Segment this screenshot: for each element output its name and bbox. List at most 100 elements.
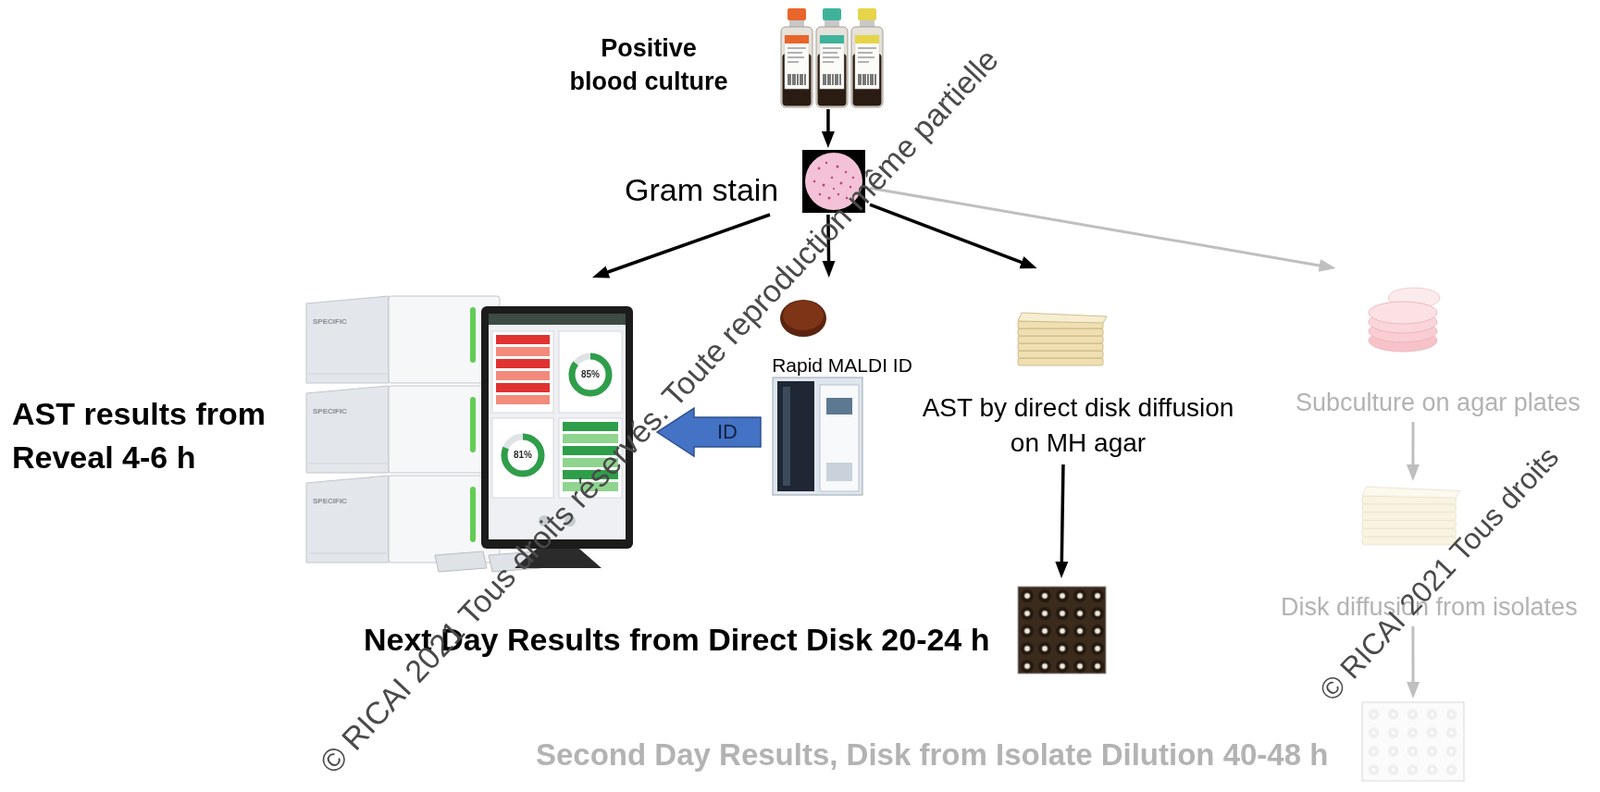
bottle [784,35,809,89]
gram-stain-image [825,161,828,164]
bottle-label-stripe [784,35,809,44]
blood-culture-bottles [781,8,883,108]
disk-diffusion-plate [1362,702,1464,782]
step-label: Rapid MALDI ID [768,353,917,378]
monitor [571,356,609,394]
maldi-instrument [819,384,859,492]
monitor [492,418,554,498]
bottle-label-stripe [855,35,880,44]
agar-plate-stack [1017,335,1104,344]
flow-arrow [1411,626,1414,688]
instrument-module [309,373,387,375]
flow-arrow [826,109,831,137]
gram-stain-image [832,187,835,190]
instrument-module [470,307,476,363]
bottle [787,48,807,63]
flow-arrow [869,187,1326,267]
step-node: Disk diffusion from isolates [1277,481,1592,627]
step-node: Subculture on agar plates [1293,268,1595,422]
screen-percentage: 81% [513,450,533,460]
agar-plate-stack [1017,358,1104,366]
step-label: Subculture on agar plates [1295,386,1581,419]
instrument-module [306,475,500,563]
gram-stain-image [818,167,821,171]
step-node: AST by direct disk diffusion on MH agar [916,268,1244,465]
maldi-instrument [782,386,791,486]
brand-label: SPECIFIC [312,408,348,416]
bottle-cap [787,8,807,21]
monitor [496,383,550,393]
monitor [496,347,550,357]
flow-arrow [602,214,770,274]
step-label: AST results from Reveal 4-6 h [12,392,281,480]
gram-stain-image [844,171,847,174]
brand-label: SPECIFIC [312,497,348,506]
maldi-instrument [772,377,863,496]
bottle [851,19,883,108]
agar-plate-stack [1017,312,1107,323]
screen-percentage: 85% [581,370,600,380]
sample-trays [434,551,487,572]
gram-stain-image [822,184,826,187]
brand-label: SPECIFIC [312,318,348,326]
flow-arrow [1061,464,1064,568]
monitor [488,313,626,325]
maldi-instrument [772,377,863,496]
monitor [504,436,542,474]
gram-stain-image [840,182,844,186]
agar-plate-stack [1362,486,1461,546]
blood-agar-plates [1368,287,1440,352]
reveal-instrument [306,296,633,572]
bottle-cap [822,8,842,21]
step-node: Rapid MALDI ID [760,277,920,500]
maldi-instrument [777,381,815,492]
chocolate-agar-plate [782,300,824,331]
flow-arrow [869,204,1027,265]
bottle-label-stripe [819,35,844,44]
instrument-module [306,296,500,384]
gram-stain-image [831,176,833,179]
step-label: Second Day Results, Disk from Isolate Di… [535,736,1328,774]
blood-agar-plates [1368,301,1438,324]
monitor [562,421,619,432]
instrument-module [306,296,389,384]
monitor [492,331,554,413]
monitor [558,331,622,413]
watermark: © RICAI 2021 Tous droits [1314,441,1564,707]
gram-stain-image [818,193,822,197]
agar-plate-stack [1017,312,1107,366]
monitor [571,356,609,394]
maldi-instrument [826,397,853,415]
flow-arrow [1411,421,1414,471]
step-node: Second Day Results, Disk from Isolate Di… [532,698,1472,787]
monitor [496,371,550,381]
bottle [781,26,813,108]
step-label: Positive blood culture [566,31,732,99]
step-label: Gram stain [624,171,779,209]
monitor [496,359,550,369]
step-node: Positive blood culture [559,7,885,110]
agar-plate-stack [1017,343,1104,351]
step-label: AST by direct disk diffusion on MH agar [916,390,1241,461]
chocolate-agar-plate [780,299,827,337]
disk-diffusion-plate [1364,705,1462,780]
maldi-instrument [826,462,853,482]
conventional-path-images [1362,287,1464,782]
monitor [504,436,542,474]
edge-label: ID [717,421,738,443]
disk-diffusion-plate [1018,587,1107,676]
disk-diffusion-plate [1017,586,1107,676]
bottle [816,19,848,108]
gram-stain-image [836,165,840,169]
disk-diffusion-plate [1362,702,1464,782]
bottle-cap [857,8,877,21]
gram-stain-image [813,180,817,184]
bottle [788,74,806,86]
agar-plate-stack [1017,350,1104,359]
instrument-module [306,385,500,473]
monitor [496,395,550,405]
gram-stain-image [828,197,832,200]
bottle [781,19,813,108]
chocolate-agar-plate [780,299,827,337]
